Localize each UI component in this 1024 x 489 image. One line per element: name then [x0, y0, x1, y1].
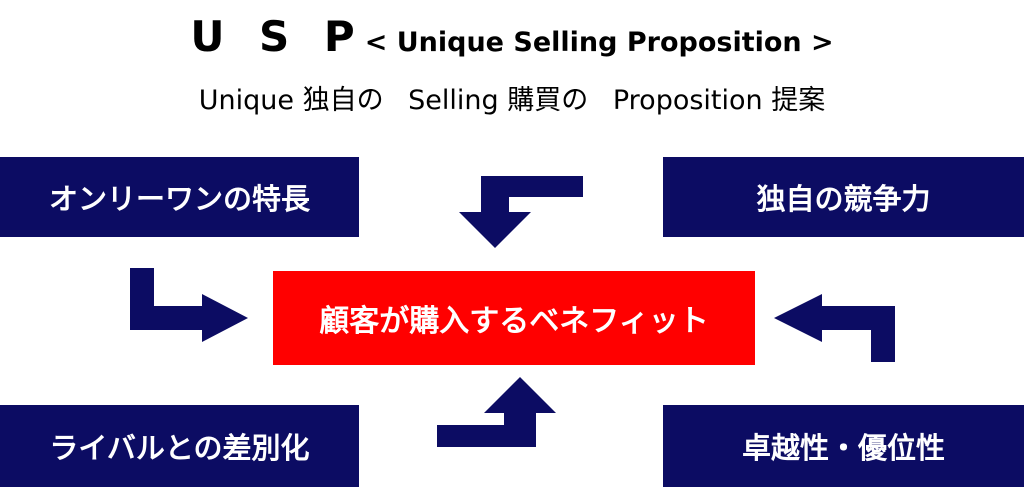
- arrow-top-right-icon: [459, 176, 583, 248]
- box-excellence-superiority: 卓越性・優位性: [663, 405, 1024, 487]
- arrow-bottom-right-icon: [774, 294, 895, 362]
- title-acronym: U S P: [190, 12, 365, 61]
- box-only-one-feature: オンリーワンの特長: [0, 157, 359, 237]
- arrow-bottom-left-icon: [437, 377, 556, 447]
- box-customer-benefit: 顧客が購入するベネフィット: [273, 271, 755, 365]
- title-expansion: < Unique Selling Proposition >: [364, 27, 834, 58]
- subtitle-selling: Selling 購買の: [408, 85, 589, 116]
- box-differentiation: ライバルとの差別化: [0, 405, 359, 487]
- box-unique-competitiveness: 独自の競争力: [663, 157, 1024, 237]
- arrow-top-left-icon: [130, 268, 248, 342]
- subtitle-unique: Unique 独自の: [198, 85, 384, 116]
- diagram-title: U S P< Unique Selling Proposition >: [0, 12, 1024, 61]
- diagram-subtitle: Unique 独自の Selling 購買の Proposition 提案: [0, 78, 1024, 117]
- subtitle-proposition: Proposition 提案: [612, 85, 826, 116]
